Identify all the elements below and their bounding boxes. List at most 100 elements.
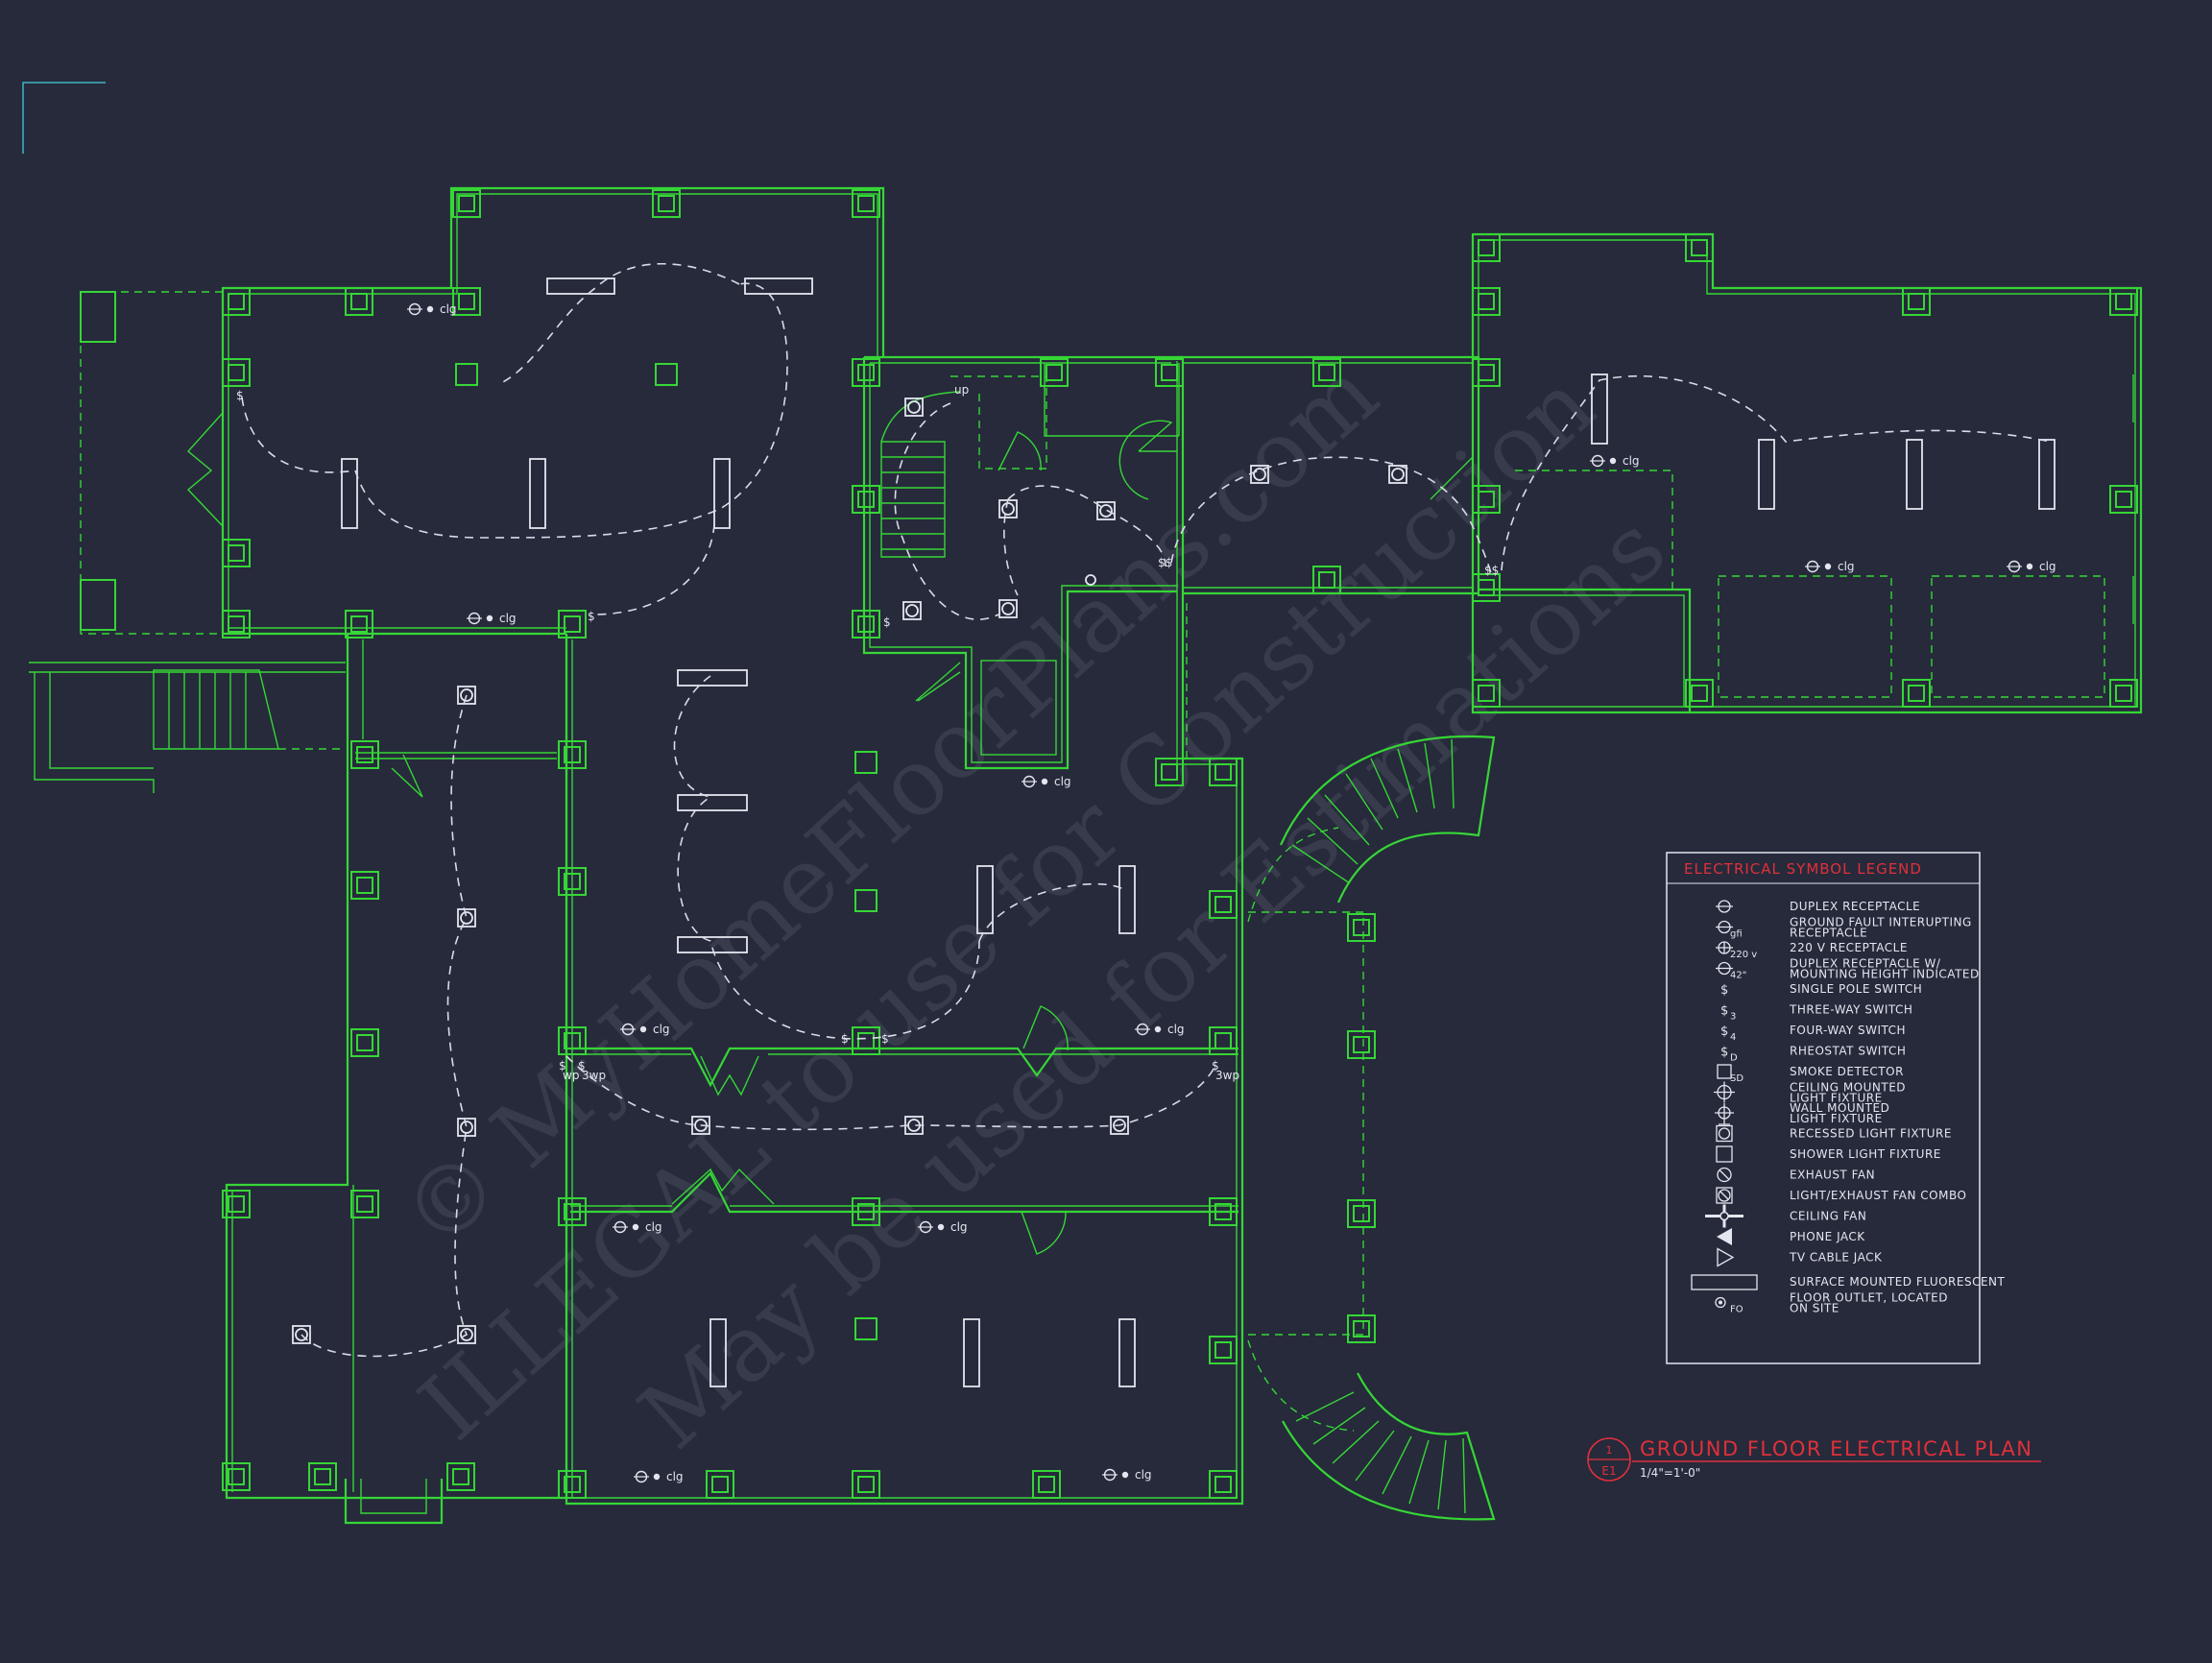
wall-nw-inner [228, 193, 878, 357]
column-core [1046, 364, 1063, 381]
column-core [228, 615, 245, 633]
switch-symbol: $ [559, 1059, 566, 1073]
column-core [1214, 1341, 1232, 1359]
clg-label: clg [1054, 775, 1071, 788]
wall-w-room-inner [228, 294, 566, 629]
legend-label: SURFACE MOUNTED FLUORESCENT [1790, 1275, 2006, 1289]
legend: ELECTRICAL SYMBOL LEGEND DUPLEX RECEPTAC… [1666, 852, 2006, 1364]
legend-icon-sub: SD [1730, 1073, 1743, 1084]
column [558, 1470, 587, 1499]
column-core [564, 873, 581, 890]
column-core [1478, 364, 1495, 381]
single-pole-switch-icon: $ [1720, 983, 1728, 998]
column-core [228, 1468, 245, 1485]
watermark-line-1: © MyHomeFloorPlans.com [381, 340, 1398, 1270]
svg-text:$: $ [1720, 1046, 1728, 1060]
column [350, 1028, 379, 1057]
legend-label: CEILING FAN [1790, 1210, 1866, 1223]
column [1209, 1197, 1238, 1226]
phone-jack-icon [1717, 1228, 1732, 1245]
column [852, 1197, 880, 1226]
legend-label: FOUR-WAY SWITCH [1790, 1024, 1906, 1037]
column-core [356, 877, 373, 894]
column-core [857, 364, 875, 381]
legend-label: DUPLEX RECEPTACLE W/ [1790, 957, 1941, 971]
legend-icon-sub: gfi [1730, 929, 1743, 940]
receptacle-dot [2026, 563, 2033, 570]
legend-label: CEILING MOUNTED [1790, 1081, 1906, 1095]
light-fan-combo-icon [1716, 1187, 1733, 1204]
column [452, 287, 481, 316]
legend-icon-sub: D [1730, 1053, 1738, 1064]
column-core [1318, 571, 1335, 589]
legend-label: EXHAUST FAN [1790, 1169, 1875, 1182]
legend-row: SHOWER LIGHT FIXTURE [1716, 1145, 1940, 1163]
column-core [356, 1034, 373, 1051]
clg-label: clg [653, 1023, 670, 1036]
column-core [564, 615, 581, 633]
column [1685, 233, 1714, 262]
shower-light-fixture [854, 751, 878, 774]
column-core [1214, 1476, 1232, 1493]
column-core [711, 1476, 729, 1493]
legend-icon-sub: 3 [1730, 1012, 1736, 1023]
shower-light-fixture [455, 363, 478, 386]
column [852, 485, 880, 514]
column [222, 1190, 251, 1218]
receptacle-dot [632, 1223, 639, 1231]
column-core [452, 1468, 469, 1485]
column-core [458, 195, 475, 212]
receptacle-dot [1154, 1025, 1162, 1033]
column-core [1214, 763, 1232, 781]
switch-symbol: $ [883, 615, 891, 629]
shower-light-fixture [854, 1317, 878, 1340]
recessed-light-fixture-lamp [1099, 504, 1113, 518]
receptacle-dot [653, 1473, 661, 1481]
column [222, 610, 251, 639]
column [1032, 1470, 1061, 1499]
clg-label: clg [1623, 454, 1640, 468]
legend-label: RHEOSTAT SWITCH [1790, 1045, 1906, 1058]
legend-box [1666, 852, 1981, 1364]
fluorescent-fixture [529, 458, 546, 529]
pier [80, 291, 116, 343]
column [222, 1462, 251, 1491]
legend-label: LIGHT FIXTURE [1790, 1092, 1883, 1105]
switch-symbol: $ [588, 610, 595, 623]
column-core [228, 293, 245, 310]
column-core [857, 1203, 875, 1220]
recessed-light-fixture [1388, 465, 1407, 484]
recessed-light-fixture [457, 1325, 476, 1344]
column [1472, 679, 1501, 708]
legend-icon-sub: 4 [1730, 1032, 1736, 1043]
column-core [356, 1195, 373, 1213]
column [1347, 1199, 1376, 1228]
title-block: 1 E1 GROUND FLOOR ELECTRICAL PLAN 1/4"=1… [1587, 1437, 2041, 1482]
recessed-light-fixture-lamp [905, 604, 919, 617]
switch-symbol: $ [578, 1059, 586, 1073]
column-core [228, 544, 245, 562]
recessed-light-fixture-lamp [1001, 502, 1015, 516]
fluorescent-fixture [1118, 1318, 1136, 1387]
column-core [1908, 685, 1925, 702]
recessed-light-fixture [998, 599, 1018, 618]
clg-label: clg [1838, 560, 1855, 573]
column [852, 1470, 880, 1499]
column-core [564, 746, 581, 763]
column [2109, 287, 2138, 316]
legend-icon-sub: 220 v [1730, 950, 1757, 960]
clg-label: clg [2039, 560, 2056, 573]
drawing-scale: 1/4"=1'-0" [1640, 1466, 1700, 1480]
column [222, 358, 251, 387]
column-core [658, 195, 675, 212]
double-switch-symbol: $$ [1484, 564, 1499, 577]
column-core [1214, 1203, 1232, 1220]
fluorescent-fixture [1118, 865, 1136, 934]
column [852, 1026, 880, 1055]
column-core [1353, 1205, 1370, 1222]
column [222, 539, 251, 567]
